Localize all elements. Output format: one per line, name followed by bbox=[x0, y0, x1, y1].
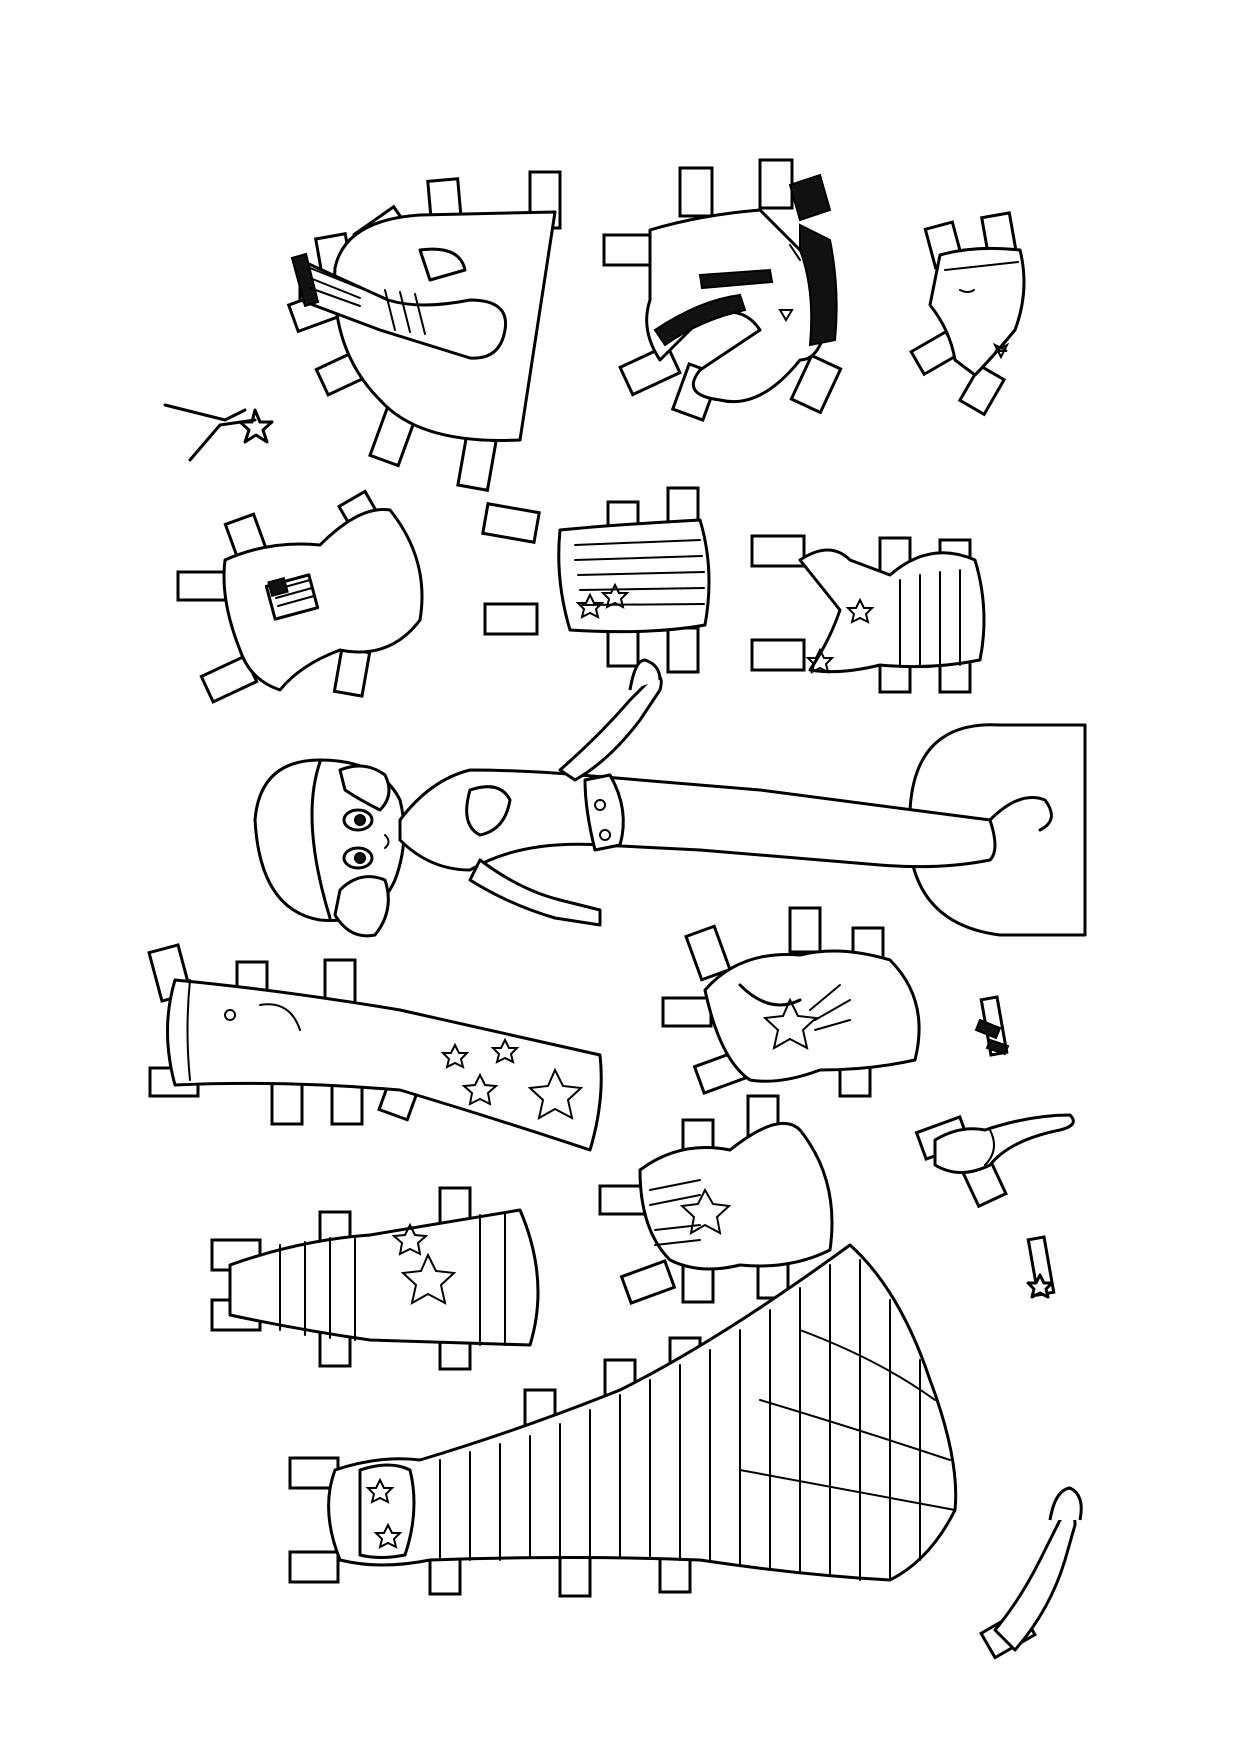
spare-arm[interactable] bbox=[981, 1488, 1081, 1658]
star-tank-top[interactable] bbox=[600, 1096, 832, 1303]
lace-up-boots[interactable] bbox=[289, 172, 560, 490]
studded-jacket[interactable] bbox=[604, 160, 841, 420]
star-flare-jeans[interactable] bbox=[149, 945, 601, 1150]
star-halter-top[interactable] bbox=[752, 536, 984, 692]
star-wand[interactable] bbox=[165, 405, 272, 460]
striped-tube-dress[interactable] bbox=[212, 1188, 538, 1369]
striped-mermaid-gown[interactable] bbox=[290, 1245, 956, 1596]
bow-bracelet[interactable] bbox=[976, 997, 1008, 1055]
striped-star-top[interactable] bbox=[483, 488, 709, 672]
star-shorts[interactable] bbox=[911, 213, 1024, 414]
flag-tshirt[interactable] bbox=[178, 491, 422, 701]
shooting-star-tshirt[interactable] bbox=[663, 908, 919, 1096]
star-bracelet[interactable] bbox=[1028, 1237, 1054, 1297]
doll-figure[interactable] bbox=[255, 660, 1085, 936]
heeled-sandal[interactable] bbox=[917, 1115, 1074, 1206]
